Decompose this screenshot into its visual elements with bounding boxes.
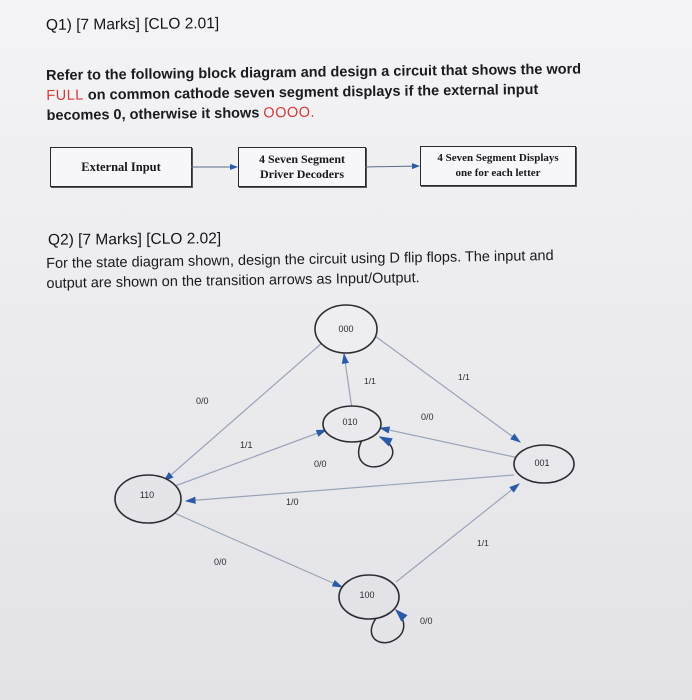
arrow-decoder-to-displays	[364, 163, 420, 170]
edge-110-to-100	[171, 511, 344, 588]
block-displays-line1: 4 Seven Segment Displays	[437, 152, 559, 164]
block-driver-decoders: 4 Seven Segment Driver Decoders	[238, 147, 366, 187]
label-010-to-000: 1/1	[364, 376, 376, 386]
edge-001-to-110	[184, 474, 515, 504]
label-000-to-110: 0/0	[196, 396, 209, 406]
edge-100-to-001	[395, 483, 520, 583]
state-000-label: 000	[338, 324, 353, 334]
state-010-label: 010	[342, 417, 357, 427]
state-000	[314, 304, 378, 354]
edge-001-to-010	[378, 426, 520, 459]
block-seven-segment-displays: 4 Seven Segment Displays one for each le…	[420, 146, 576, 186]
label-001-to-010: 0/0	[421, 412, 434, 422]
state-001-label: 001	[534, 458, 549, 468]
state-110	[114, 474, 182, 524]
state-001	[513, 444, 575, 484]
label-100-self: 0/0	[420, 616, 433, 626]
edge-010-to-000	[341, 352, 353, 410]
label-000-to-001: 1/1	[458, 372, 470, 382]
block-external-input: External Input	[50, 147, 192, 187]
edge-000-to-110	[163, 342, 323, 482]
label-010-self: 0/0	[314, 459, 327, 469]
block-displays-line2: one for each letter	[455, 167, 541, 179]
state-100	[338, 574, 400, 620]
label-001-to-110: 1/0	[286, 497, 299, 507]
state-100-label: 100	[359, 590, 374, 600]
label-110-to-010: 1/1	[240, 440, 253, 450]
self-loop-100	[370, 608, 408, 644]
label-110-to-100: 0/0	[214, 557, 227, 567]
state-010	[322, 405, 382, 443]
edge-000-to-001	[374, 335, 521, 443]
self-loop-010	[357, 436, 394, 468]
block-driver-line2: Driver Decoders	[259, 167, 345, 181]
edge-110-to-010	[174, 429, 328, 487]
block-external-input-label: External Input	[81, 159, 161, 174]
block-driver-line1: 4 Seven Segment	[259, 152, 345, 166]
label-100-to-001: 1/1	[477, 538, 489, 548]
state-110-label: 110	[140, 490, 154, 500]
block-arrows	[191, 163, 420, 170]
